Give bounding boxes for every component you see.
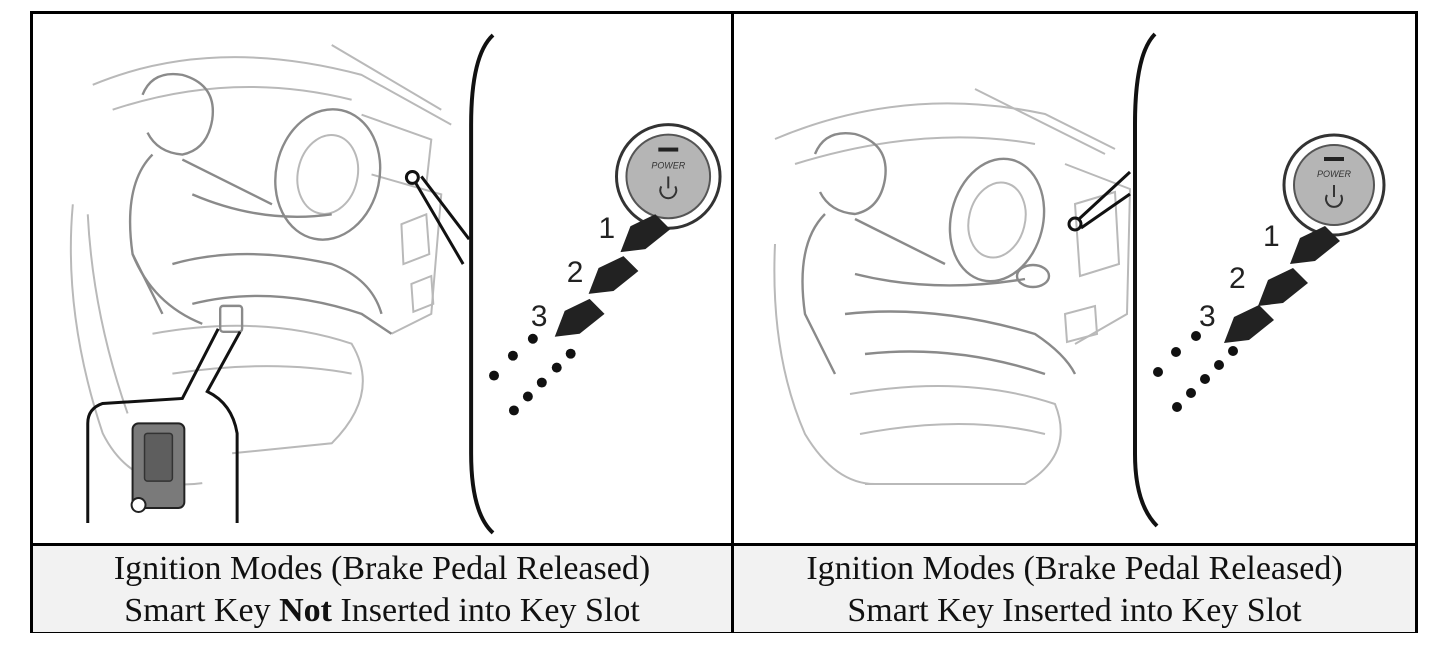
step-number: 3	[1199, 300, 1216, 333]
zoom-bracket	[469, 33, 495, 535]
press-arrow-icon	[1224, 305, 1274, 343]
power-button-icon: POWER	[614, 123, 722, 230]
caption-emphasis: Not	[279, 592, 332, 629]
caption-subtitle-end: Inserted into Key Slot	[331, 592, 640, 629]
caption-title: Ignition Modes (Brake Pedal Released)	[806, 550, 1343, 587]
step-number: 3	[531, 300, 548, 333]
press-arrow-icon	[1290, 226, 1340, 264]
caption-key-inserted: Ignition Modes (Brake Pedal Released) Sm…	[734, 543, 1415, 632]
caption-key-not-inserted: Ignition Modes (Brake Pedal Released) Sm…	[33, 543, 734, 632]
step-number: 2	[567, 256, 584, 289]
caption-subtitle-start: Smart Key Inserted into Key Slot	[847, 592, 1302, 629]
press-arrow-icon	[1258, 268, 1308, 306]
press-arrow-icon	[588, 256, 639, 294]
step-number: 1	[599, 212, 616, 245]
continuation-dots	[489, 333, 576, 416]
continuation-dots	[1153, 331, 1238, 412]
caption-title: Ignition Modes (Brake Pedal Released)	[113, 550, 651, 587]
driver-illustration-left: POWER 1 2 3	[69, 33, 722, 535]
step-number: 2	[1229, 262, 1246, 295]
figure-table: POWER 1 2 3	[30, 11, 1418, 633]
panel-key-not-inserted: POWER 1 2 3	[33, 14, 734, 543]
power-label: POWER	[1317, 169, 1352, 179]
power-label: POWER	[651, 160, 685, 170]
press-arrow-icon	[554, 298, 605, 337]
power-button-icon: POWER	[1282, 133, 1386, 237]
caption-subtitle: Smart Key Not Inserted into Key Slot	[124, 590, 640, 632]
caption-subtitle-start: Smart Key	[124, 592, 280, 629]
caption-subtitle: Smart Key Inserted into Key Slot	[847, 590, 1301, 632]
driver-illustration-right: POWER 1 2 3	[773, 32, 1386, 528]
zoom-bracket	[1133, 32, 1159, 528]
press-arrow-icon	[620, 214, 671, 253]
step-number: 1	[1263, 220, 1280, 253]
panel-key-inserted: POWER 1 2 3	[734, 14, 1415, 543]
